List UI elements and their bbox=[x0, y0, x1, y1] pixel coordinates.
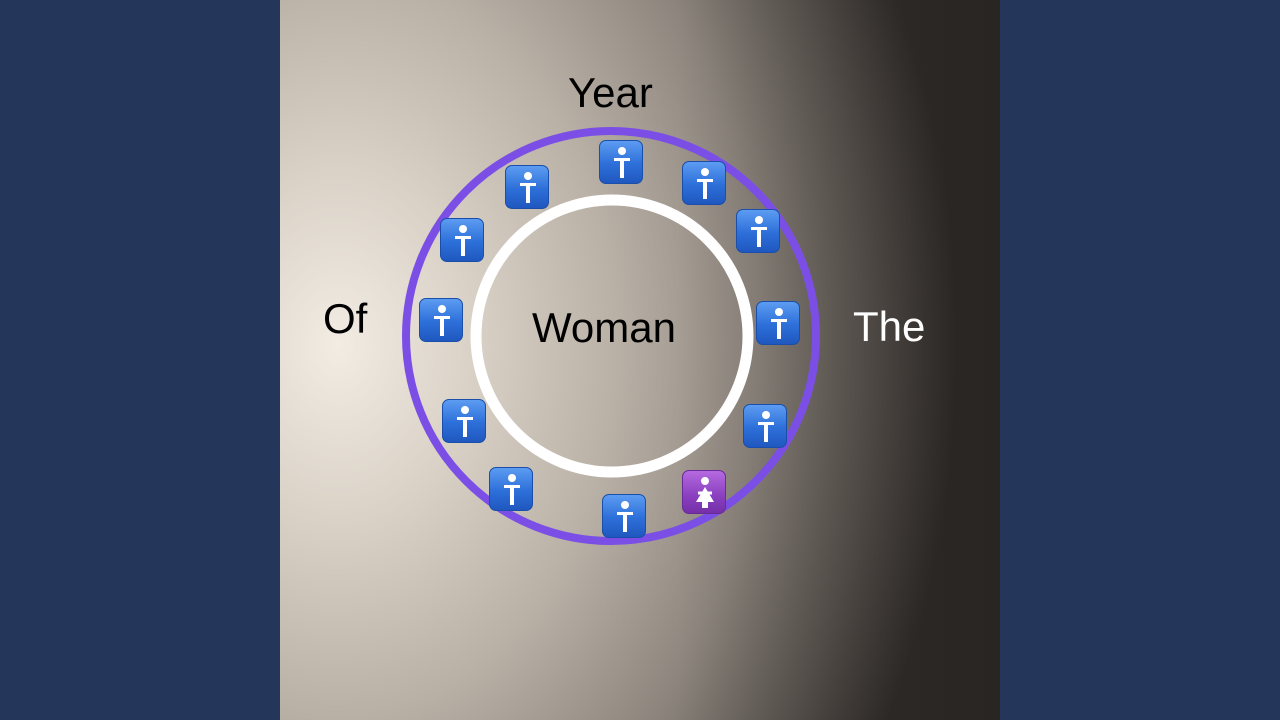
mens-room-icon bbox=[505, 165, 549, 209]
mens-room-icon bbox=[736, 209, 780, 253]
mens-room-icon bbox=[743, 404, 787, 448]
outer-purple-ring bbox=[402, 127, 820, 545]
mens-room-icon bbox=[442, 399, 486, 443]
mens-room-icon bbox=[489, 467, 533, 511]
word-woman: Woman bbox=[532, 304, 676, 351]
rings bbox=[402, 127, 820, 545]
word-the: The bbox=[853, 303, 926, 350]
mens-room-icon bbox=[599, 140, 643, 184]
mens-room-icon bbox=[682, 161, 726, 205]
album-artwork: Year Of The Woman bbox=[280, 0, 1000, 720]
mens-room-icon bbox=[440, 218, 484, 262]
inner-white-ring bbox=[470, 194, 754, 478]
mens-room-icon bbox=[419, 298, 463, 342]
mens-room-icon bbox=[756, 301, 800, 345]
mens-room-icon bbox=[602, 494, 646, 538]
womens-room-icon bbox=[682, 470, 726, 514]
word-year: Year bbox=[568, 69, 653, 116]
word-of: Of bbox=[323, 295, 368, 342]
